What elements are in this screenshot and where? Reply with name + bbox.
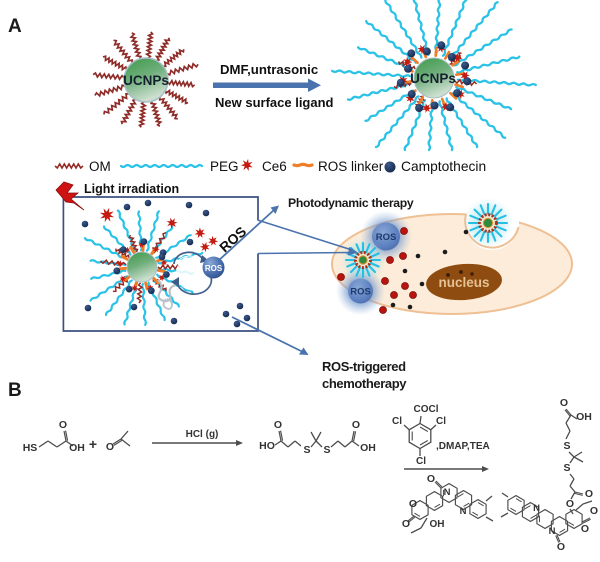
svg-text:Camptothecin: Camptothecin bbox=[401, 159, 486, 174]
svg-text:OH: OH bbox=[69, 442, 85, 454]
svg-text:PEG: PEG bbox=[210, 159, 239, 174]
svg-text:Cl: Cl bbox=[392, 416, 402, 427]
svg-text:A: A bbox=[8, 16, 22, 37]
svg-text:HCl (g): HCl (g) bbox=[186, 429, 219, 440]
svg-text:O: O bbox=[557, 541, 565, 553]
svg-text:COCl: COCl bbox=[414, 404, 439, 415]
svg-text:O: O bbox=[402, 518, 410, 530]
svg-text:N: N bbox=[549, 526, 556, 537]
svg-text:O: O bbox=[59, 419, 67, 431]
svg-text:ROS linker: ROS linker bbox=[318, 159, 384, 174]
svg-text:chemotherapy: chemotherapy bbox=[322, 376, 407, 391]
svg-text:ROS-triggered: ROS-triggered bbox=[322, 359, 406, 374]
svg-text:S: S bbox=[563, 462, 570, 474]
svg-text:ROS: ROS bbox=[205, 264, 223, 273]
svg-text:O: O bbox=[106, 441, 114, 453]
svg-text:ROS: ROS bbox=[376, 232, 397, 243]
svg-text:O: O bbox=[427, 473, 435, 485]
svg-text:UCNPs: UCNPs bbox=[410, 71, 456, 86]
svg-text:,DMAP,TEA: ,DMAP,TEA bbox=[436, 441, 490, 452]
svg-text:O: O bbox=[352, 419, 360, 431]
svg-text:O: O bbox=[581, 523, 589, 535]
svg-text:DMF,untrasonic: DMF,untrasonic bbox=[220, 62, 318, 77]
svg-text:B: B bbox=[8, 380, 22, 401]
svg-text:N: N bbox=[533, 503, 540, 514]
svg-text:O: O bbox=[409, 498, 417, 510]
svg-text:OH: OH bbox=[360, 442, 376, 454]
svg-text:O: O bbox=[585, 488, 593, 500]
svg-text:HO: HO bbox=[259, 440, 275, 452]
svg-text:Light irradiation: Light irradiation bbox=[84, 182, 179, 196]
svg-text:UCNPs: UCNPs bbox=[123, 73, 169, 88]
svg-text:N: N bbox=[444, 487, 451, 498]
svg-text:Cl: Cl bbox=[416, 456, 426, 467]
svg-text:N: N bbox=[460, 506, 467, 517]
svg-text:O: O bbox=[274, 419, 282, 431]
svg-text:ROS: ROS bbox=[350, 287, 371, 298]
svg-text:+: + bbox=[89, 436, 97, 452]
svg-text:New surface ligand: New surface ligand bbox=[215, 95, 334, 110]
svg-text:OH: OH bbox=[430, 519, 445, 530]
svg-text:S: S bbox=[303, 444, 310, 456]
svg-text:OH: OH bbox=[576, 411, 592, 423]
svg-text:Cl: Cl bbox=[436, 416, 446, 427]
svg-text:OM: OM bbox=[89, 159, 111, 174]
svg-text:nucleus: nucleus bbox=[438, 275, 489, 290]
svg-text:HS: HS bbox=[23, 442, 38, 454]
svg-text:O: O bbox=[566, 498, 574, 510]
svg-text:O: O bbox=[560, 397, 568, 409]
svg-text:O: O bbox=[590, 505, 598, 517]
svg-text:S: S bbox=[563, 440, 570, 452]
svg-text:Photodynamic therapy: Photodynamic therapy bbox=[288, 196, 414, 210]
svg-text:S: S bbox=[323, 444, 330, 456]
svg-text:Ce6: Ce6 bbox=[262, 159, 287, 174]
